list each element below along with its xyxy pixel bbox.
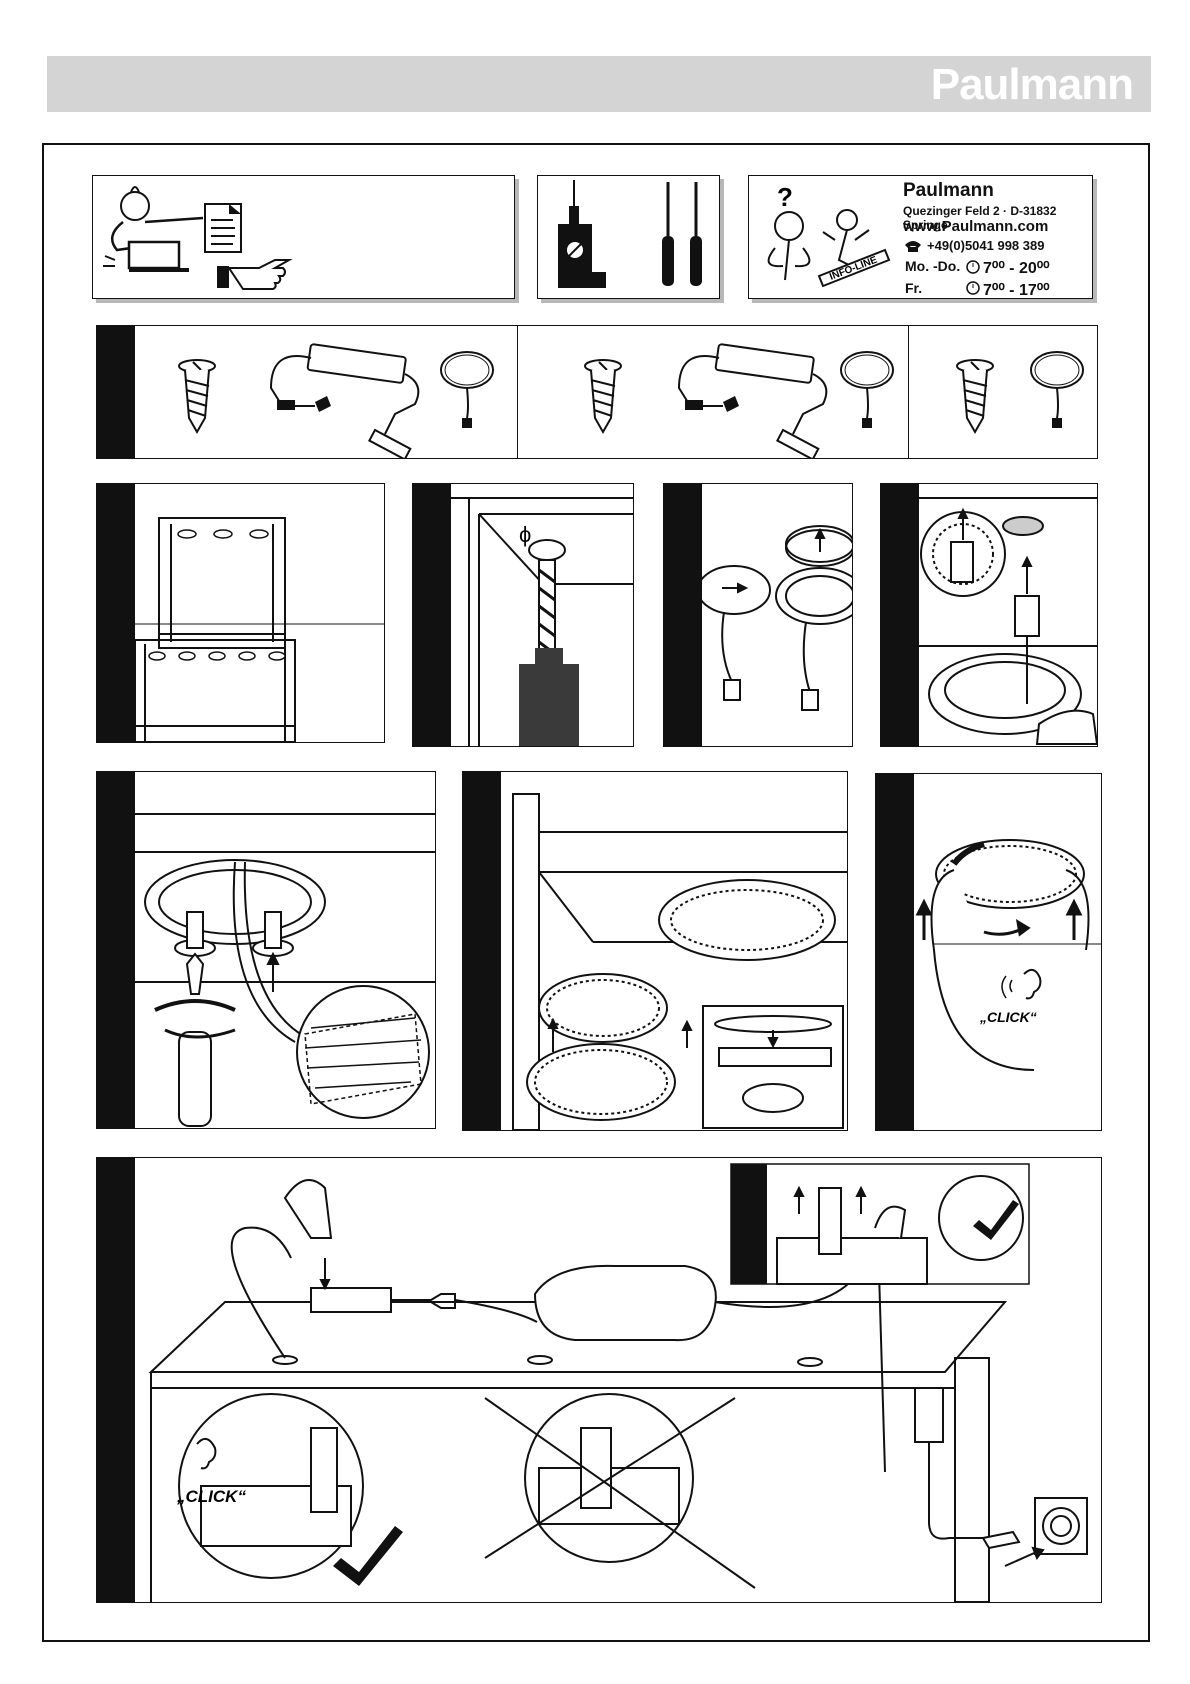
diameter-symbol: ϕ [519,522,531,547]
step-drill-hole: ϕ [412,483,634,747]
info-days-1: Mo. -Do. [905,258,960,274]
parts-illustration [137,326,1097,458]
info-website: www.Paulmann.com [903,218,1048,235]
step-bar [97,326,135,458]
click-label-1: „CLICK“ [979,1009,1037,1025]
info-phone: +49(0)5041 998 389 [927,238,1044,253]
svg-text:INFO-LINE: INFO-LINE [828,254,879,282]
step-mount-ring [663,483,853,747]
svg-text:?: ? [777,182,793,212]
read-manual-icon [93,176,513,296]
info-hours-1: 7⁰⁰ - 20⁰⁰ [983,258,1050,278]
step-shelf-layout [96,483,385,743]
tools-panel [537,175,720,299]
step-connect-driver: „CLICK“ [96,1157,1102,1603]
ear-icon [1002,970,1040,999]
step-connect-cable [880,483,1098,747]
pointing-hand-icon [217,260,289,289]
info-line-panel: ? INFO-LINE Paulmann Quezinger Feld 2 · … [748,175,1093,299]
clock-icon [965,258,981,296]
info-hours-2: 7⁰⁰ - 17⁰⁰ [983,280,1050,300]
info-brand: Paulmann [903,180,994,202]
step-click-cover: „CLICK“ [875,773,1102,1131]
header-band: Paulmann [47,56,1151,112]
screwdriver-icon [662,182,702,286]
step-screw-ring [96,771,436,1129]
step-attach-cover [462,771,848,1131]
click-label-2: „CLICK“ [176,1487,246,1506]
drill-icon [558,180,606,288]
brand-logo: Paulmann [931,60,1133,110]
read-manual-panel [92,175,515,299]
parts-panel [96,325,1098,459]
phone-icon [903,239,923,253]
info-line-icon: ? INFO-LINE [755,180,895,296]
info-days-2: Fr. [905,280,922,296]
